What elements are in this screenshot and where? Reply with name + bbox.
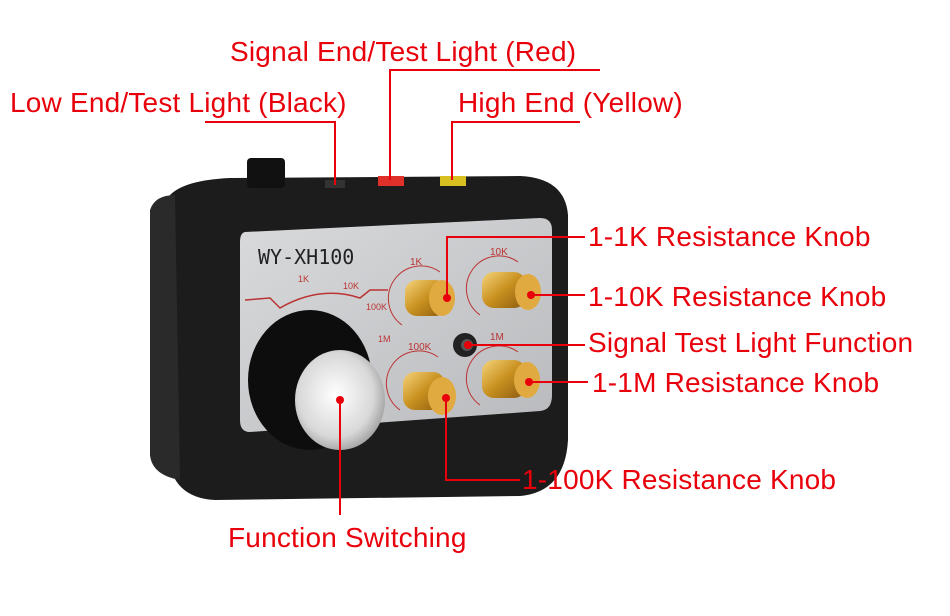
label-signal-end: Signal End/Test Light (Red) (230, 36, 577, 67)
knob-scale-10k: 10K (490, 247, 508, 258)
switch-label-10k: 10K (343, 281, 359, 291)
red-terminal (378, 176, 404, 186)
yellow-terminal (440, 176, 466, 186)
knob-scale-1k: 1K (410, 257, 423, 268)
switch-label-100k: 100K (366, 302, 387, 312)
knob-scale-1m: 1M (490, 332, 504, 343)
knob-1k (405, 280, 455, 316)
knob-scale-100k: 100K (408, 342, 432, 353)
knob-100k (403, 372, 456, 415)
label-knob-10k: 1-10K Resistance Knob (588, 281, 887, 312)
power-cap (247, 158, 285, 188)
label-knob-1k: 1-1K Resistance Knob (588, 221, 871, 252)
label-function-switching: Function Switching (228, 522, 467, 553)
label-low-end: Low End/Test Light (Black) (10, 87, 347, 118)
label-knob-1m: 1-1M Resistance Knob (592, 367, 880, 398)
model-text: WY-XH100 (258, 245, 354, 269)
label-knob-100k: 1-100K Resistance Knob (522, 464, 837, 495)
switch-label-1m: 1M (378, 334, 391, 344)
switch-label-1k: 1K (298, 274, 309, 284)
label-high-end: High End (Yellow) (458, 87, 683, 118)
knob-10k (482, 272, 541, 310)
label-signal-light: Signal Test Light Function (588, 327, 914, 358)
